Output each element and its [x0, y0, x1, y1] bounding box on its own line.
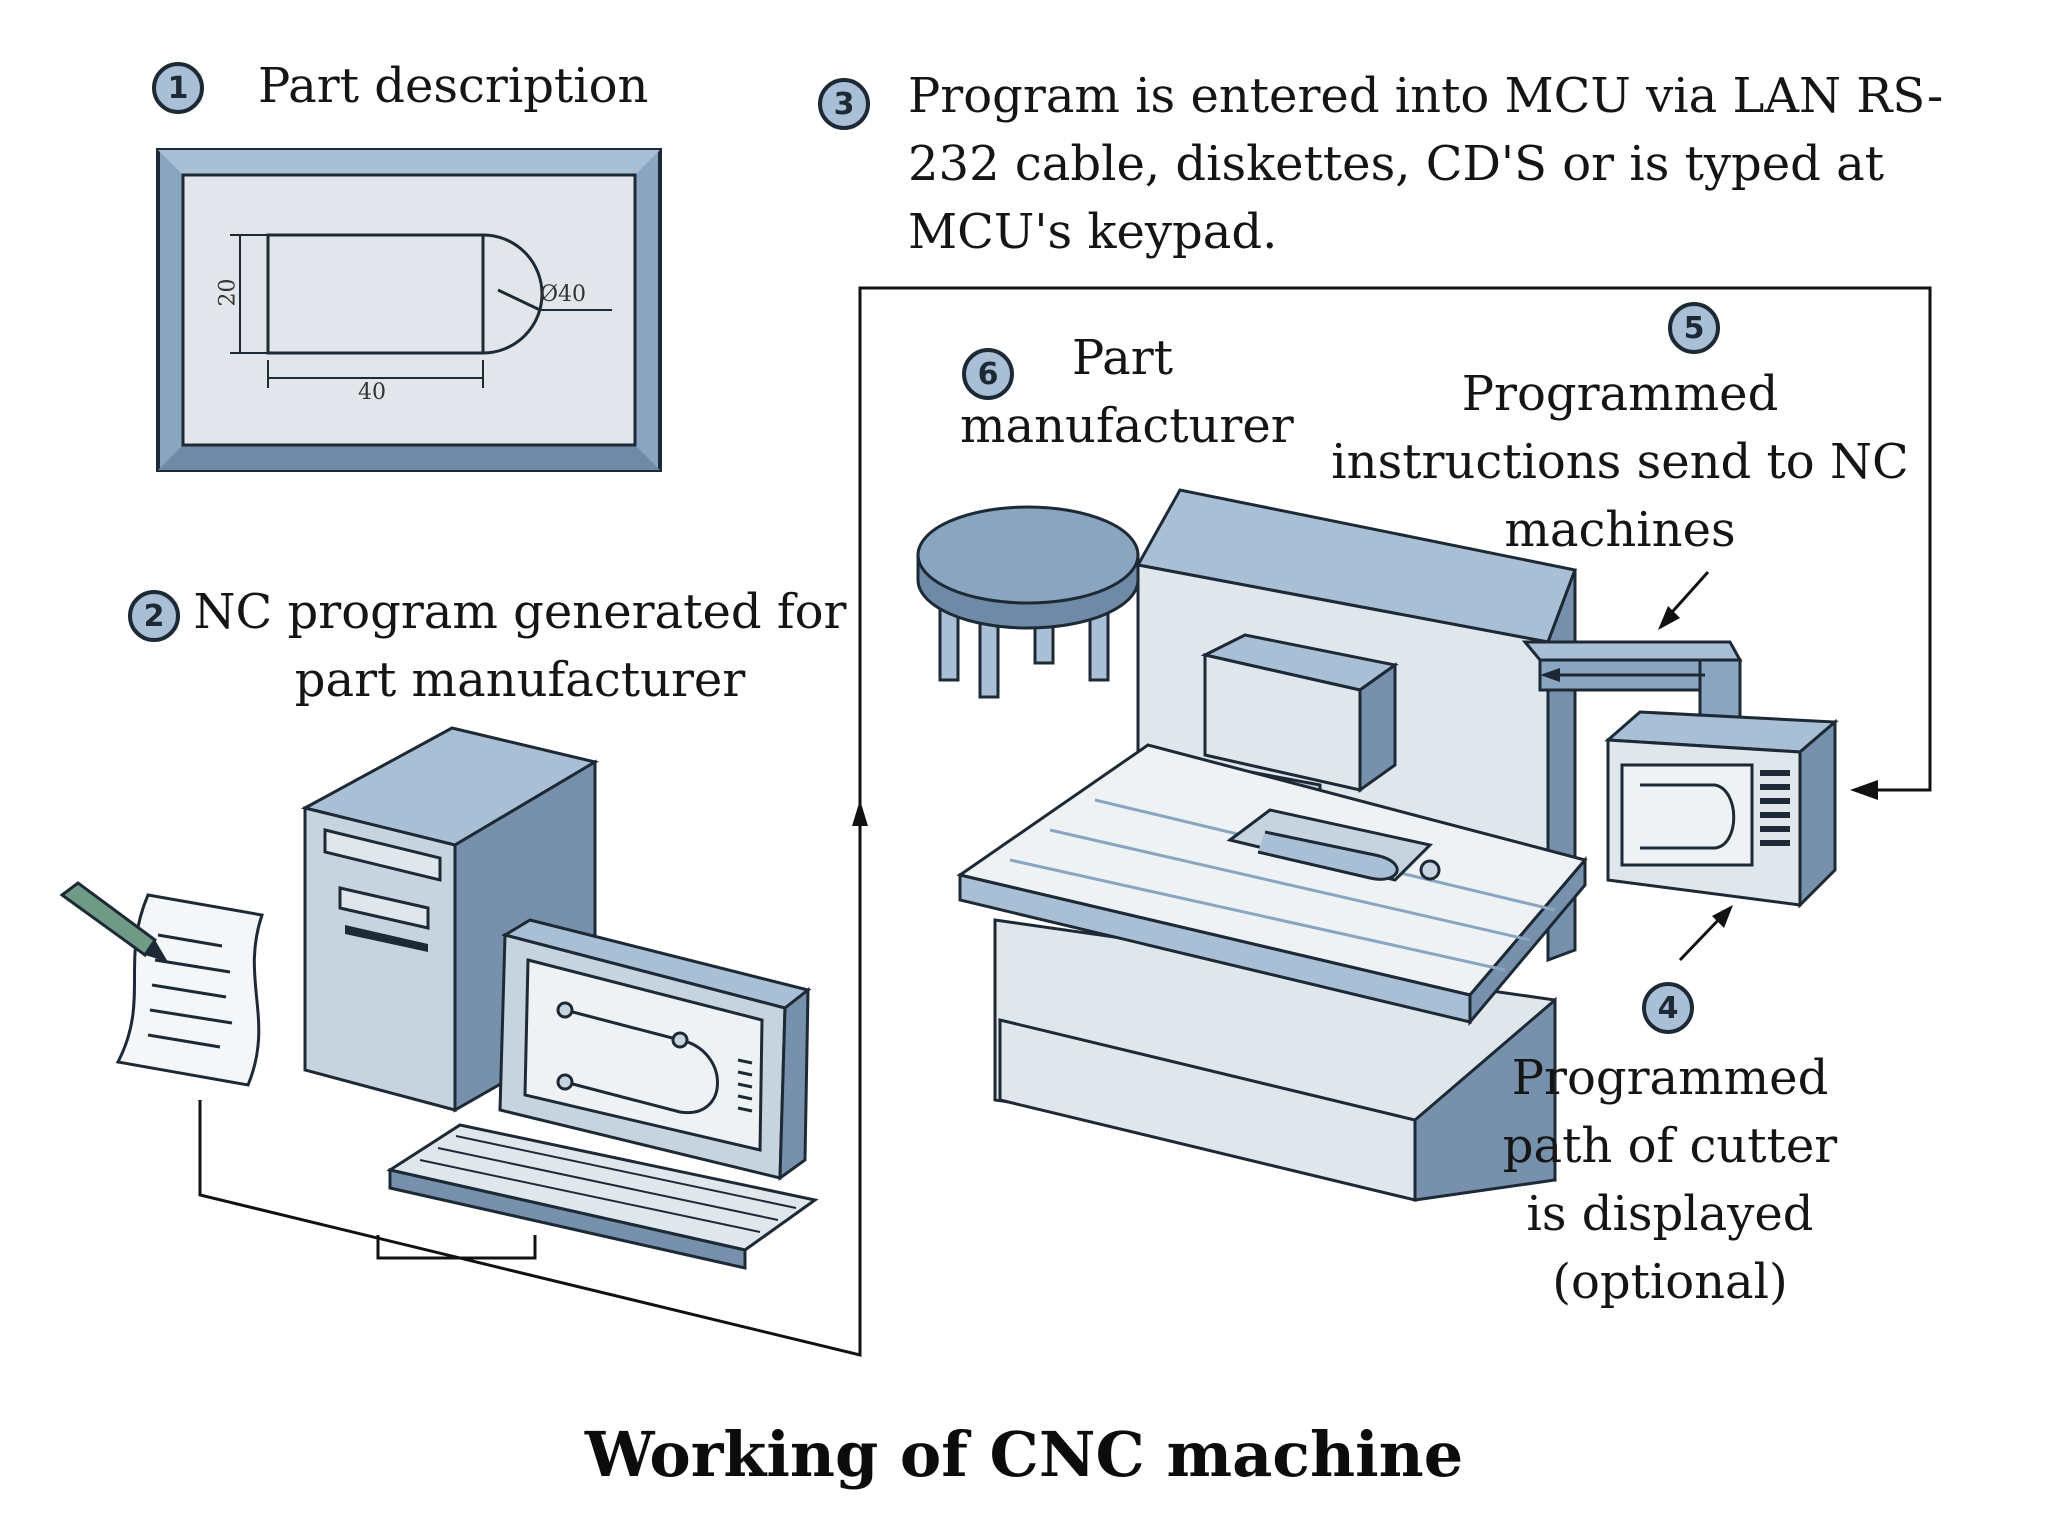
arrow-left-icon — [1850, 780, 1878, 800]
tool-holder — [916, 505, 1140, 699]
cnc-machine — [956, 488, 1588, 1202]
step-2-badge: 2 — [128, 590, 180, 642]
step-4-label: Programmed path of cutter is displayed (… — [1502, 1050, 1838, 1310]
diagram-caption: Working of CNC machine — [584, 1418, 1464, 1491]
step-5-badge: 5 — [1668, 302, 1720, 354]
flow-lines — [198, 286, 1932, 1357]
arrow-icon — [1712, 905, 1733, 928]
computer-monitor — [498, 918, 812, 1181]
pen-icon — [59, 881, 168, 962]
arrow-up-icon — [852, 800, 868, 826]
step-6-label-line2: manufacturer — [960, 398, 1294, 454]
step-2-label: NC program generated for part manufactur… — [193, 584, 847, 708]
step-4-badge: 4 — [1642, 982, 1694, 1034]
paper-sheet — [115, 893, 264, 1087]
step-1-label: Part description — [258, 58, 649, 114]
dimension-height: 20 — [215, 278, 241, 307]
step-1-badge: 1 — [152, 62, 204, 114]
keyboard — [386, 1123, 819, 1270]
step-3-badge: 3 — [818, 78, 870, 130]
dimension-diameter: Ø40 — [540, 282, 587, 307]
part-drawing-frame — [156, 148, 662, 472]
step-6-label-line1: Part — [1072, 330, 1173, 386]
mcu-unit — [1604, 710, 1839, 909]
arrow-icon — [1658, 606, 1680, 630]
step-5-label: Programmed instructions send to NC machi… — [1331, 366, 1909, 558]
dimension-width: 40 — [358, 380, 386, 405]
step-3-label: Program is entered into MCU via LAN RS- … — [908, 68, 1944, 260]
step-6-badge: 6 — [962, 348, 1014, 400]
